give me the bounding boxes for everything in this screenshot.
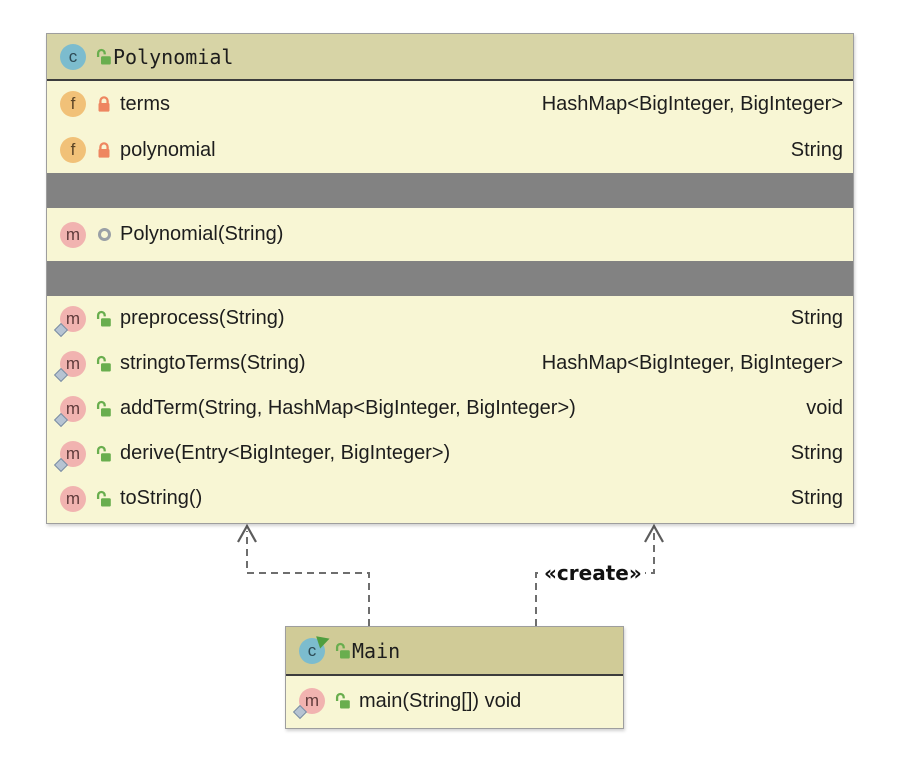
public-open-lock-icon	[96, 355, 111, 371]
run-overlay-icon	[316, 635, 330, 649]
method-icon: m	[60, 485, 86, 512]
section-separator-bar	[47, 173, 853, 208]
class-header-main[interactable]: c Main	[286, 627, 623, 676]
private-closed-lock-icon	[98, 96, 110, 112]
method-icon-letter: m	[65, 224, 81, 244]
class-name: Main	[352, 638, 401, 663]
method-row-stringtoterms[interactable]: m stringtoTerms(String) HashMap<BigInteg…	[47, 341, 853, 386]
method-row-derive[interactable]: m derive(Entry<BigInteger, BigInteger>) …	[47, 431, 853, 476]
method-row-tostring[interactable]: m toString() String	[47, 476, 853, 521]
field-name: polynomial	[120, 138, 216, 161]
class-name: Polynomial	[113, 44, 234, 69]
section-separator-bar	[47, 261, 853, 296]
field-icon-letter: f	[70, 94, 76, 113]
field-icon: f	[60, 137, 86, 163]
class-icon-letter: c	[68, 46, 78, 66]
method-row-addterm[interactable]: m addTerm(String, HashMap<BigInteger, Bi…	[47, 386, 853, 431]
public-open-lock-icon	[96, 400, 111, 416]
method-return-type: String	[790, 487, 843, 509]
method-name: stringtoTerms(String)	[120, 352, 306, 374]
method-icon: m	[53, 350, 86, 382]
public-open-lock-icon	[335, 642, 350, 658]
dependency-arrowhead-left	[237, 523, 257, 543]
class-node-polynomial[interactable]: c Polynomial f terms HashMap<BigInteger,…	[46, 33, 854, 524]
method-icon: m	[60, 221, 86, 248]
method-icon: m	[292, 688, 325, 720]
method-icon-letter: m	[65, 488, 81, 508]
method-name: derive(Entry<BigInteger, BigInteger>)	[120, 442, 451, 464]
constructor-row[interactable]: m Polynomial(String)	[47, 208, 853, 261]
method-name: preprocess(String)	[120, 307, 285, 329]
constructor-name: Polynomial(String)	[120, 223, 284, 245]
public-open-lock-icon	[96, 48, 111, 64]
dependency-arrowhead-right	[644, 523, 664, 543]
method-icon: m	[53, 395, 86, 427]
field-name: terms	[120, 92, 170, 115]
field-type: String	[790, 138, 843, 161]
method-row-preprocess[interactable]: m preprocess(String) String	[47, 296, 853, 341]
runnable-class-icon: c	[299, 635, 330, 664]
field-icon-letter: f	[70, 140, 76, 159]
method-icon: m	[53, 440, 86, 472]
method-name: main(String[]) void	[359, 689, 522, 712]
method-name: addTerm(String, HashMap<BigInteger, BigI…	[120, 397, 576, 419]
class-icon: c	[60, 43, 86, 70]
field-row-terms[interactable]: f terms HashMap<BigInteger, BigInteger>	[47, 81, 853, 127]
private-closed-lock-icon	[98, 142, 110, 158]
edge-label-create: «create»	[541, 561, 645, 585]
method-icon-letter: m	[304, 691, 320, 710]
field-type: HashMap<BigInteger, BigInteger>	[541, 92, 843, 115]
class-header-polynomial[interactable]: c Polynomial	[47, 34, 853, 81]
method-icon-letter: m	[65, 443, 81, 463]
method-icon-letter: m	[65, 398, 81, 418]
method-icon-letter: m	[65, 308, 81, 328]
method-icon-letter: m	[65, 353, 81, 373]
method-name: toString()	[120, 487, 203, 509]
dependency-edge-left	[246, 531, 370, 626]
class-node-main[interactable]: c Main m main(String[]) void	[285, 626, 624, 729]
method-icon: m	[53, 305, 86, 337]
method-return-type: void	[806, 397, 843, 419]
class-icon-letter: c	[307, 640, 317, 660]
method-row-main[interactable]: m main(String[]) void	[286, 676, 623, 726]
public-open-lock-icon	[335, 692, 350, 709]
field-icon: f	[60, 91, 86, 117]
package-private-ring-icon	[97, 228, 111, 241]
public-open-lock-icon	[96, 445, 111, 461]
method-return-type: String	[790, 307, 843, 329]
method-return-type: String	[790, 442, 843, 464]
field-row-polynomial[interactable]: f polynomial String	[47, 127, 853, 173]
method-return-type: HashMap<BigInteger, BigInteger>	[541, 352, 843, 374]
public-open-lock-icon	[96, 310, 111, 326]
public-open-lock-icon	[96, 490, 111, 506]
